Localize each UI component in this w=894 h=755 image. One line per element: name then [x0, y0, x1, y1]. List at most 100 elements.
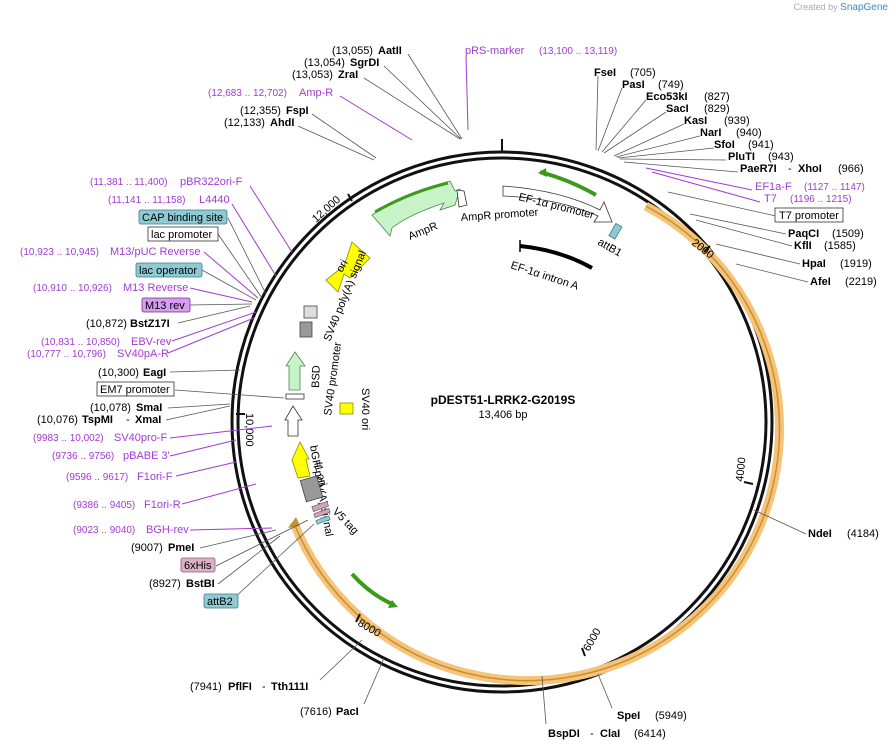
paci-pos: (7616) [300, 706, 332, 718]
bstbi-pos: (8927) [149, 578, 181, 590]
amp-r-name: Amp-R [299, 87, 333, 99]
smai-line [167, 403, 231, 409]
ahdi-pos: (12,133) [224, 117, 265, 129]
ebv-rev-name: EBV-rev [131, 336, 172, 348]
nari-line [615, 135, 701, 158]
afei-pos: (2219) [845, 276, 877, 288]
sgrdi-line [383, 65, 462, 140]
eco53ki-line [601, 99, 647, 153]
insert-line [292, 205, 781, 682]
bspdi-name: BspDI [548, 728, 580, 740]
sv40-promoter-arrow [284, 405, 303, 437]
pasi-line [597, 87, 623, 152]
t7-name: T7 [764, 193, 777, 205]
pbabe-line [169, 439, 237, 457]
m13-puc-line [203, 251, 259, 299]
zrai-line [363, 77, 461, 140]
lac-operator-label: lac operator [139, 265, 197, 277]
fspi-name: FspI [286, 105, 309, 117]
tick-label-8000: 8000 [356, 617, 383, 640]
em7-marker [285, 393, 305, 400]
kasi-pos: (939) [724, 115, 750, 127]
paqci-pos: (1509) [832, 228, 864, 240]
lac-promoter-line [217, 233, 263, 299]
snapgene-brand: SnapGene [840, 2, 888, 13]
pbr322ori-f-pos: (11,381 .. 11,400) [90, 177, 167, 188]
bstbi-name: BstBI [186, 578, 215, 590]
f1ori-f-name: F1ori-F [137, 471, 173, 483]
t7-pos: (1196 .. 1215) [790, 194, 852, 205]
l4440-line [231, 203, 277, 277]
green-arrow-bottom [350, 572, 393, 606]
spei-pos: (5949) [655, 710, 687, 722]
pflfi-name: PflFI [228, 681, 252, 693]
prs-marker-name: pRS-marker [465, 45, 525, 57]
ori-arrow [325, 241, 371, 293]
em7-promoter-box [96, 381, 175, 397]
ampr-label: AmpR [407, 220, 440, 243]
ebv-rev-line [171, 311, 257, 342]
tick-8000 [355, 613, 361, 623]
pflfi-dash: - [262, 681, 266, 693]
cap-line [227, 217, 267, 295]
sv40-small-block [303, 305, 318, 319]
f1ori-r-pos: (9386 .. 9405) [73, 500, 135, 511]
paer7i-name: PaeR7I [740, 163, 777, 175]
credit-text: Created by [793, 2, 838, 12]
attb1-marker [608, 222, 623, 240]
tspmi-dash: - [126, 414, 130, 426]
tspmi-line [165, 405, 231, 421]
pmei-line [199, 529, 277, 549]
m13-puc-pos: (10,923 .. 10,945) [20, 247, 99, 258]
attb2-label: attB2 [207, 596, 233, 608]
ahdi-line [297, 125, 375, 161]
m13-rev-box [141, 297, 191, 313]
xhoi-name: XhoI [798, 163, 822, 175]
paer7i-line [623, 161, 739, 173]
tick-label-4000: 4000 [734, 457, 748, 483]
hpai-pos: (1919) [840, 258, 872, 270]
paci-line [363, 657, 385, 705]
ndei-pos: (4184) [847, 528, 879, 540]
eco53ki-name: Eco53kI [646, 91, 688, 103]
pbabe-pos: (9736 .. 9756) [52, 451, 114, 462]
lac-operator-line [201, 269, 257, 301]
credit: Created by SnapGene [794, 2, 888, 13]
pbabe-name: pBABE 3' [123, 450, 170, 462]
tick-label-10000: 10,000 [243, 413, 255, 447]
pluti-line [619, 158, 727, 161]
smai-name: SmaI [136, 402, 162, 414]
smai-pos: (10,078) [90, 402, 131, 414]
sgrdi-name: SgrDI [350, 57, 379, 69]
nari-pos: (940) [736, 127, 762, 139]
m13-rev-label: M13 rev [145, 300, 185, 312]
lac-promoter-label: lac promoter [151, 229, 212, 241]
kfli-pos: (1585) [824, 240, 856, 252]
fsei-line [595, 75, 599, 151]
bstbi-line [217, 535, 281, 585]
ori-label: ori [334, 258, 351, 275]
ef1a-f-line [645, 167, 753, 191]
bstz17i-pos: (10,872) [86, 318, 127, 330]
ef1a-intron-label: EF-1α intron A [509, 259, 580, 292]
ampr-green-line [374, 181, 449, 214]
sfoi-line [617, 147, 715, 159]
pluti-name: PluTI [728, 151, 755, 163]
aatii-pos: (13,055) [332, 45, 373, 57]
ampr-promoter-label: AmpR promoter [460, 207, 539, 224]
t7-primer-line [651, 171, 761, 203]
green-arrowhead-top [538, 168, 547, 177]
tick-12000 [347, 193, 353, 202]
f1-ori-arrow [291, 441, 311, 479]
cap-binding-site-label: CAP binding site [142, 212, 223, 224]
kasi-name: KasI [684, 115, 707, 127]
ndei-line [753, 509, 807, 535]
his6-marker [311, 500, 329, 512]
sv40pro-f-line [169, 425, 273, 439]
spei-name: SpeI [617, 710, 640, 722]
em7-line [174, 389, 285, 399]
tspmi-name: TspMI [82, 414, 113, 426]
bstz17i-line [177, 305, 251, 324]
nari-name: NarI [700, 127, 721, 139]
eagi-line [169, 369, 241, 373]
